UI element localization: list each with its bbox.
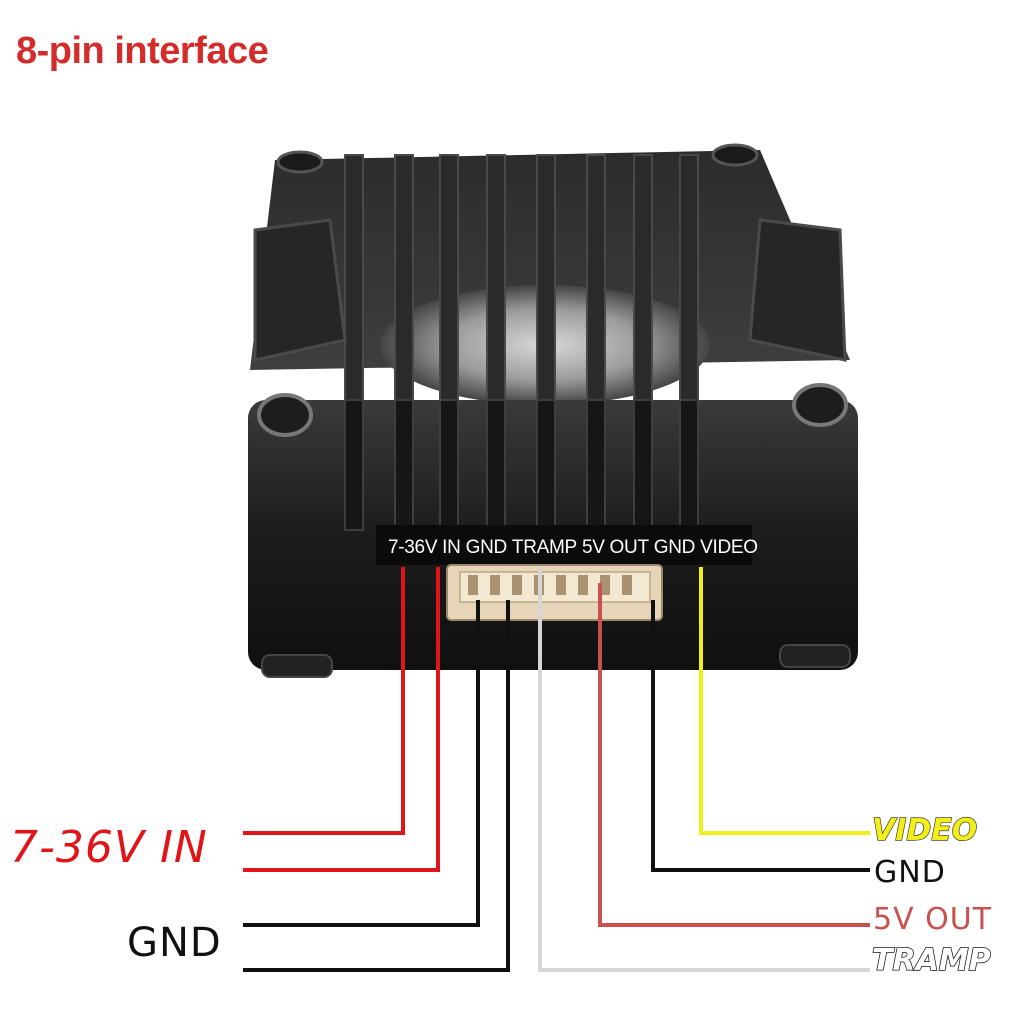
pin-label: 5V OUT: [581, 537, 649, 558]
pin-label: 7-36V IN: [388, 537, 461, 558]
pin-label: GND: [653, 537, 696, 558]
screw-icon: [276, 150, 324, 174]
label-five-v-out: 5V OUT: [873, 902, 993, 937]
pin-label: GND: [465, 537, 508, 558]
wire-gnd-right: [651, 600, 870, 872]
screw-icon: [792, 383, 848, 427]
wire-gnd-left-2: [243, 600, 510, 972]
label-gnd-right: GND: [874, 855, 946, 890]
label-video: VIDEO: [871, 812, 978, 848]
screw-icon: [711, 143, 759, 167]
pin-label: VIDEO: [700, 537, 758, 558]
wire-tramp: [538, 567, 870, 972]
label-power-in: 7-36V IN: [10, 822, 208, 873]
wire-video: [699, 567, 870, 835]
screw-icon: [257, 393, 313, 437]
label-tramp: TRAMP: [871, 942, 991, 979]
wire-power-in-1: [243, 567, 405, 835]
pin-label-strip: [376, 525, 752, 565]
page-title: 8-pin interface: [16, 30, 269, 72]
wire-five-v-out: [598, 583, 870, 927]
pin-label: TRAMP: [511, 537, 577, 558]
wire-gnd-left-1: [243, 600, 480, 927]
label-gnd-left: GND: [127, 920, 222, 966]
wire-power-in-2: [243, 567, 440, 872]
